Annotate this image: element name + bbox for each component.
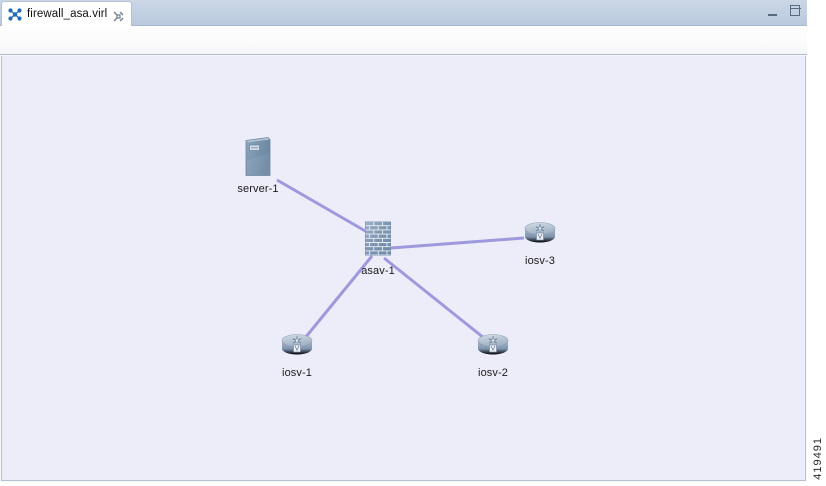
topology-link[interactable] [390, 236, 525, 250]
close-icon[interactable] [113, 9, 124, 21]
topology-icon [8, 7, 22, 21]
canvas-surface[interactable]: server-1 asav-1 [2, 56, 805, 480]
topology-link[interactable] [303, 255, 374, 339]
window-controls [768, 5, 801, 16]
topology-canvas[interactable]: server-1 asav-1 [1, 56, 806, 481]
svg-text:V: V [538, 234, 543, 241]
tab-firewall-asa-virl[interactable]: firewall_asa.virl [1, 1, 133, 26]
node-label-iosv-1: iosv-1 [282, 367, 312, 379]
node-label-server-1: server-1 [237, 183, 279, 195]
window-restore-icon[interactable] [790, 5, 801, 16]
node-label-iosv-2: iosv-2 [478, 367, 508, 379]
window-minimize-icon[interactable] [768, 6, 777, 16]
router-icon[interactable]: V [476, 334, 510, 363]
svg-text:V: V [491, 346, 496, 353]
node-label-iosv-3: iosv-3 [525, 255, 555, 267]
tab-title: firewall_asa.virl [27, 8, 108, 20]
router-icon[interactable]: V [523, 222, 557, 251]
firewall-icon[interactable] [364, 221, 392, 261]
topology-link[interactable] [383, 256, 485, 340]
window-frame: firewall_asa.virl [0, 0, 807, 482]
toolbar [0, 26, 807, 55]
tab-bar: firewall_asa.virl [0, 0, 807, 26]
link-layer [276, 178, 525, 340]
router-icon[interactable]: V [280, 334, 314, 363]
figure-id: 419491 [812, 437, 824, 480]
topology-link[interactable] [276, 178, 368, 234]
node-label-asav-1: asav-1 [361, 265, 395, 277]
server-icon[interactable] [244, 136, 272, 183]
svg-text:V: V [295, 346, 300, 353]
